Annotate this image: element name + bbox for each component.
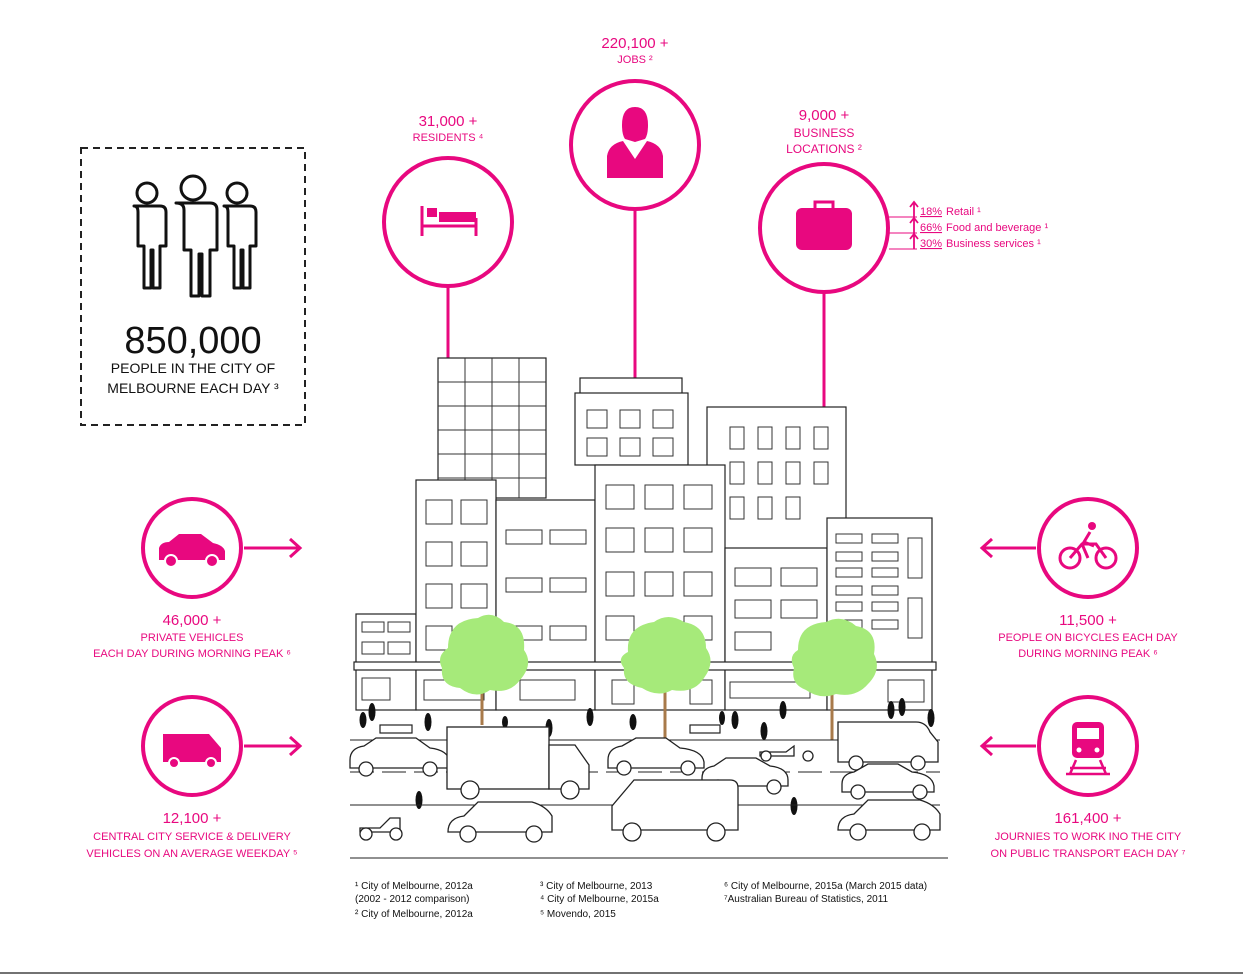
footnote-1a: ¹ City of Melbourne, 2012a [355, 881, 473, 892]
people-value: 850,000 [124, 320, 261, 362]
business-breakdown: 18% Retail ¹ 66% Food and beverage ¹ 30%… [889, 200, 1048, 250]
breakdown-pct-food: 66% [920, 222, 942, 234]
van-icon [163, 734, 221, 769]
bicycles-line2: DURING MORNING PEAK ⁶ [1018, 648, 1158, 660]
building-center-back [574, 377, 689, 466]
footnote-3a: ⁶ City of Melbourne, 2015a (March 2015 d… [724, 881, 927, 892]
bicycles-line1: PEOPLE ON BICYCLES EACH DAY [998, 632, 1178, 644]
business-value: 9,000 + [799, 107, 850, 124]
business-stat: 9,000 + BUSINESS LOCATIONS ² 18% Retail … [758, 107, 1048, 416]
private-vehicles-value: 46,000 + [163, 612, 222, 629]
breakdown-pct-services: 30% [920, 238, 942, 250]
footnote-2b: ⁴ City of Melbourne, 2015a [540, 894, 659, 905]
street-trees [440, 614, 877, 740]
people-label-line2: MELBOURNE EACH DAY ³ [107, 380, 279, 396]
residents-stat: 31,000 + RESIDENTS ⁴ [382, 113, 514, 362]
building-right-back [706, 406, 847, 550]
bicycles-stat: 11,500 + PEOPLE ON BICYCLES EACH DAY DUR… [979, 497, 1178, 660]
jobs-label: JOBS ² [617, 54, 653, 66]
breakdown-text-retail: Retail ¹ [946, 206, 981, 218]
people-panel: 850,000 PEOPLE IN THE CITY OF MELBOURNE … [80, 147, 306, 426]
breakdown-pct-retail: 18% [920, 206, 942, 218]
building-tall-grid [437, 357, 547, 499]
transport-stat: 161,400 + JOURNIES TO WORK INO THE CITY … [979, 695, 1186, 860]
transport-line1: JOURNIES TO WORK INO THE CITY [995, 831, 1182, 843]
jobs-value: 220,100 + [601, 35, 668, 52]
building-mid-left [495, 499, 596, 711]
briefcase-icon [796, 200, 852, 250]
transport-value: 161,400 + [1054, 810, 1121, 827]
private-vehicles-line2: EACH DAY DURING MORNING PEAK ⁶ [93, 648, 291, 660]
bicycle-icon [1058, 522, 1118, 570]
business-label2: LOCATIONS ² [786, 142, 862, 156]
footnotes: ¹ City of Melbourne, 2012a (2002 - 2012 … [355, 881, 927, 920]
delivery-line2: VEHICLES ON AN AVERAGE WEEKDAY ⁵ [86, 848, 297, 860]
delivery-line1: CENTRAL CITY SERVICE & DELIVERY [93, 831, 291, 843]
jobs-stat: 220,100 + JOBS ² [569, 35, 701, 385]
footnote-2c: ⁵ Movendo, 2015 [540, 909, 616, 920]
train-icon [1066, 722, 1110, 776]
people-icon [132, 174, 258, 298]
residents-label: RESIDENTS ⁴ [413, 132, 484, 144]
pedestrians [359, 698, 935, 815]
vehicles [349, 721, 941, 843]
private-vehicles-stat: 46,000 + PRIVATE VEHICLES EACH DAY DURIN… [93, 497, 303, 660]
residents-value: 31,000 + [419, 113, 478, 130]
private-vehicles-line1: PRIVATE VEHICLES [141, 632, 244, 644]
footnote-2a: ³ City of Melbourne, 2013 [540, 881, 653, 892]
breakdown-text-services: Business services ¹ [946, 238, 1041, 250]
people-label-line1: PEOPLE IN THE CITY OF [111, 360, 275, 376]
business-label1: BUSINESS [794, 126, 855, 140]
bicycles-value: 11,500 + [1059, 612, 1117, 629]
city-scene [349, 357, 948, 859]
car-icon [159, 534, 225, 568]
worker-icon [607, 107, 663, 178]
footnote-1b: (2002 - 2012 comparison) [355, 894, 470, 905]
footnote-3b: ⁷Australian Bureau of Statistics, 2011 [724, 894, 889, 905]
bed-icon [420, 206, 478, 236]
transport-line2: ON PUBLIC TRANSPORT EACH DAY ⁷ [991, 848, 1186, 860]
delivery-stat: 12,100 + CENTRAL CITY SERVICE & DELIVERY… [86, 695, 303, 860]
footnote-1c: ² City of Melbourne, 2012a [355, 909, 473, 920]
delivery-value: 12,100 + [163, 810, 222, 827]
breakdown-text-food: Food and beverage ¹ [946, 222, 1048, 234]
